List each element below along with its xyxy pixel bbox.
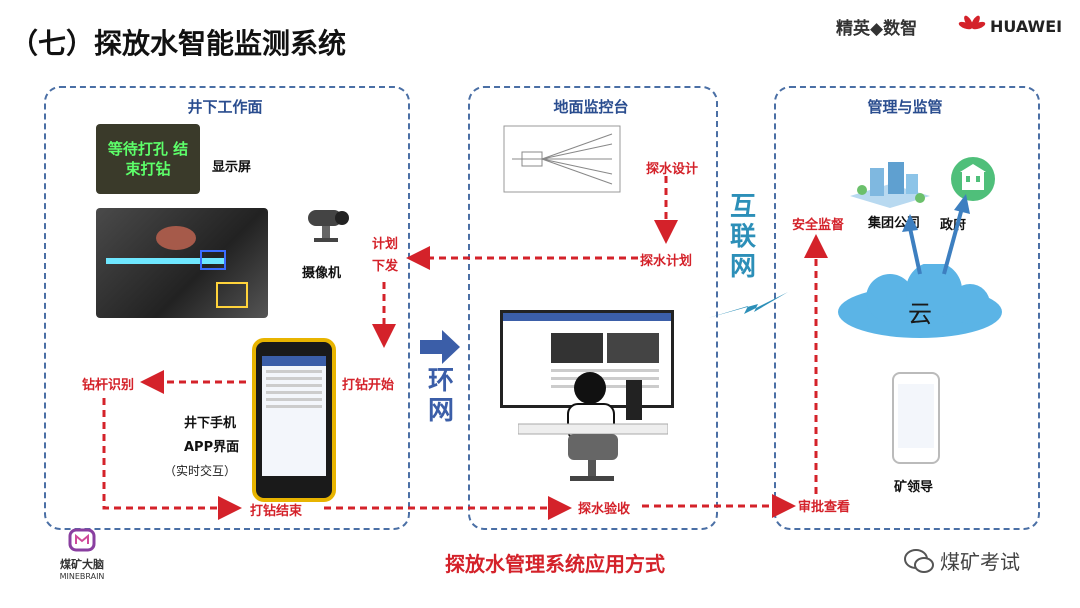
phone-label-2: APP界面 [184, 440, 240, 455]
water-acceptance: 探水验收 [578, 502, 631, 517]
minebrain-logo: 煤矿大脑 MINEBRAIN [52, 528, 112, 581]
panel-underground [44, 86, 410, 530]
approval-view: 审批查看 [798, 500, 851, 515]
operator-icon [517, 370, 669, 490]
leader-phone-icon [892, 372, 940, 464]
group-company-icon [850, 160, 930, 212]
led-display-screen: 等待打孔 结束打钻 [96, 124, 200, 194]
internet-label: 互 联 网 [730, 192, 757, 282]
end-drilling: 打钻结束 [250, 504, 303, 519]
plan-issue: 计划 下发 [372, 237, 399, 274]
water-plan: 探水计划 [640, 254, 693, 269]
wechat-icon [904, 548, 934, 573]
cloud-label: 云 [908, 300, 932, 328]
water-design: 探水设计 [646, 162, 699, 177]
mobile-phone-app [252, 338, 336, 502]
drill-rod-recognition: 钻杆识别 [82, 378, 135, 393]
camera-icon [304, 204, 350, 262]
government-icon [950, 156, 996, 206]
panel-manage-title: 管理与监管 [867, 98, 943, 116]
mine-leader-label: 矿领导 [894, 480, 934, 495]
panel-manage [774, 86, 1040, 530]
cloud-icon [830, 262, 1010, 348]
right-arrow-icon [420, 330, 460, 368]
display-label: 显示屏 [212, 160, 252, 175]
phone-label-3: （实时交互） [164, 464, 237, 478]
huawei-flower-icon [958, 15, 986, 30]
ring-network-label: 环 网 [428, 366, 455, 426]
water-design-drawing [502, 124, 622, 194]
panel-ground [468, 86, 718, 530]
page-title: （七）探放水智能监测系统 [10, 27, 347, 60]
panel-ground-title: 地面监控台 [553, 98, 629, 116]
safety-supervision: 安全监督 [792, 218, 845, 233]
start-drilling: 打钻开始 [342, 378, 395, 393]
cloud-up-arrows [902, 194, 970, 275]
camera-feed-image [96, 208, 268, 318]
camera-label: 摄像机 [302, 266, 342, 281]
panel-underground-title: 井下工作面 [187, 98, 263, 116]
watermark: 煤矿考试 [904, 546, 1020, 575]
brand-jingying: 精英◆数智 [836, 19, 918, 39]
footer-caption: 探放水管理系统应用方式 [445, 552, 665, 576]
minebrain-icon [68, 528, 96, 552]
phone-label-1: 井下手机 [184, 416, 237, 431]
huawei-logo: HUAWEI [958, 14, 1062, 38]
